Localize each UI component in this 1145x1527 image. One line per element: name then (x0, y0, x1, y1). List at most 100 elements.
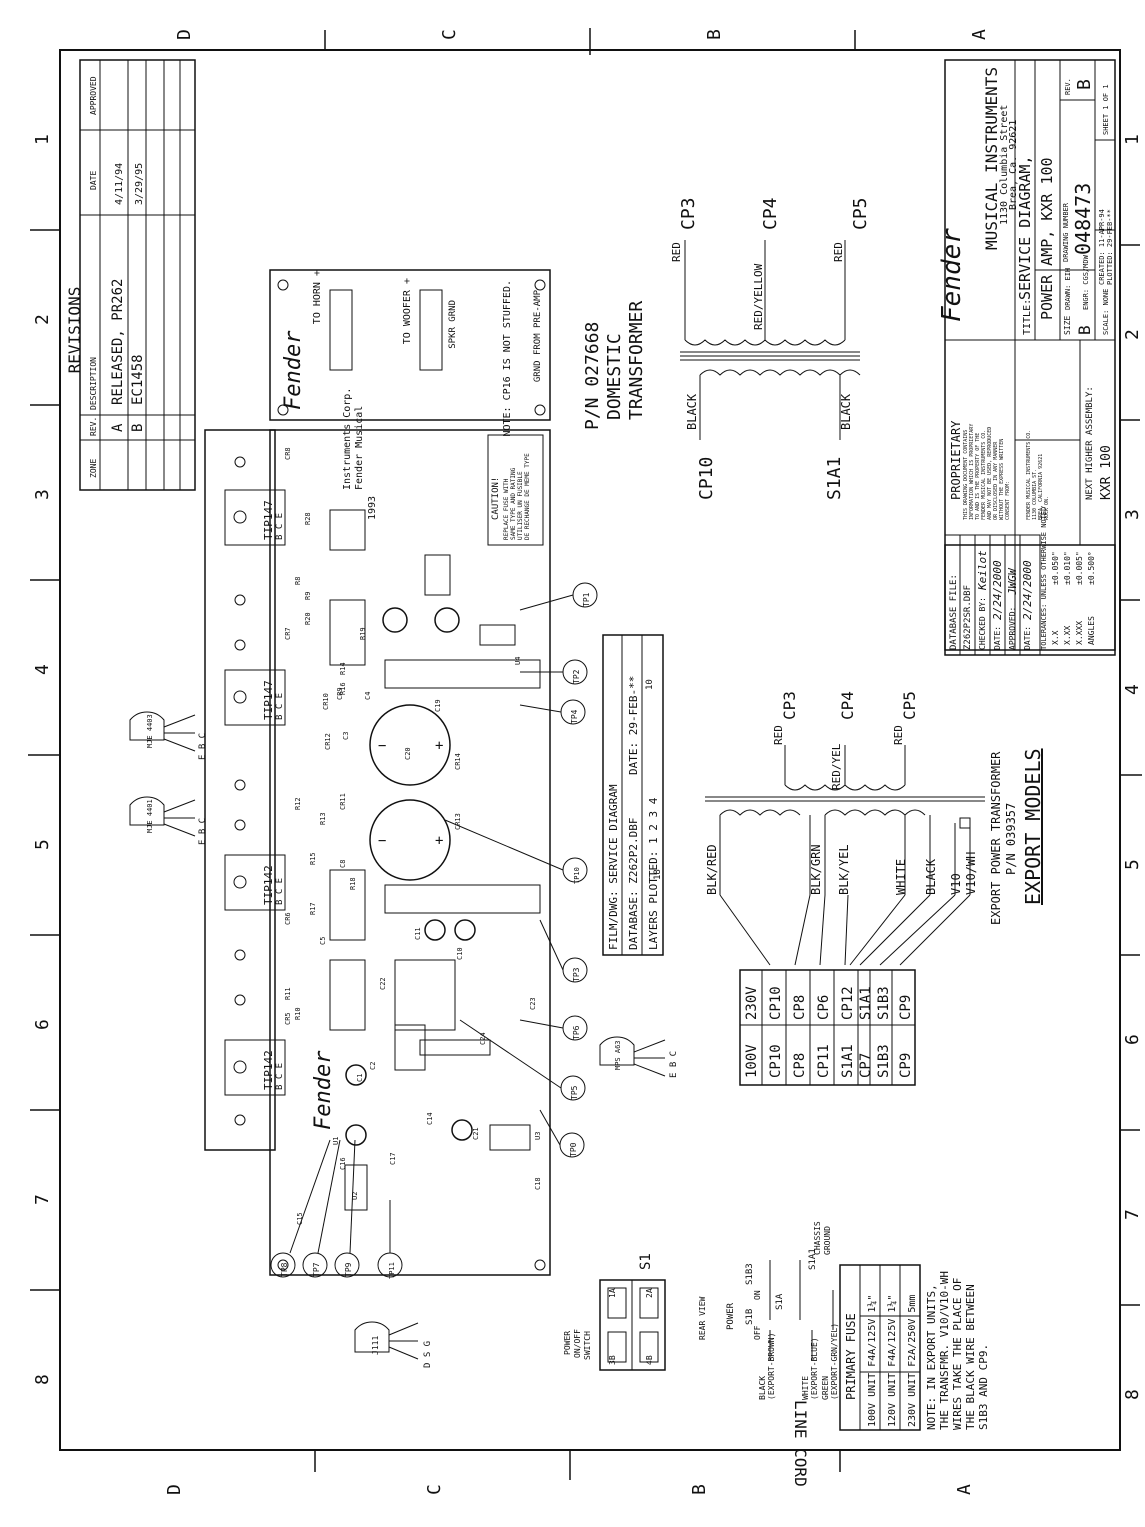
drawing-number: 048473 (1071, 183, 1095, 255)
zone-number-left-1: 1 (32, 134, 53, 145)
voltage-row-4-100v: S1A1 (840, 1044, 856, 1078)
voltage-selection-table: 100V 230V CP10 CP10 CP8 CP8 CP11 CP6 S1A… (739, 969, 916, 1086)
film-dwg-line: FILM/DWG: SERVICE DIAGRAM (607, 784, 620, 950)
ref-c10: C10 (456, 947, 464, 960)
ref-c22: C22 (379, 977, 387, 990)
film-layer-10: 10 (645, 679, 655, 690)
export-primary-wire-1: BLK/RED (705, 844, 719, 895)
export-primary-wire-6: V10 (949, 873, 963, 895)
svg-text:E B C: E B C (198, 733, 208, 760)
export-secondary-3-pin: CP5 (900, 691, 919, 720)
svg-text:D S G: D S G (423, 1341, 433, 1368)
wire-white-export: (EXPORT-BLUE) (810, 1337, 819, 1400)
zone-letter-top-c: C (439, 29, 460, 40)
export-transformer-pn: P/N 039357 (1004, 803, 1018, 875)
discrete-transistors: MJE 4403 E B C MJE 4401 E B C MPS A63 E … (129, 711, 679, 1368)
to-woofer-label: TO WOOFER + (402, 278, 413, 344)
proprietary-from-4: ROCK ON. (1044, 496, 1050, 520)
scale: SCALE: NONE (1102, 289, 1110, 335)
voltage-row-3-230v: CP6 (816, 995, 832, 1020)
export-secondary-3-wire: RED (892, 725, 905, 745)
ref-r11: R11 (284, 987, 292, 1000)
voltage-row-1-230v: CP10 (768, 986, 784, 1020)
fuse-row-100v: 100V UNIT F4A/125V 1¼" (866, 1295, 878, 1427)
company-address-2: Brea, Ca. 92621 (1008, 120, 1019, 210)
zone-number-left-3: 3 (32, 489, 53, 500)
voltage-header-230v: 230V (744, 986, 760, 1020)
zone-letter-top-b: B (704, 29, 725, 40)
domestic-secondary-3-wire: RED (832, 242, 845, 262)
export-primary-wire-5: BLACK (924, 858, 938, 895)
size-label: SIZE (1063, 316, 1072, 335)
fuse-table-title: PRIMARY FUSE (844, 1313, 858, 1400)
transistor-3-pins: B C E (275, 878, 285, 905)
revisions-header-date: DATE (89, 171, 98, 190)
zone-number-left-8: 8 (32, 1374, 53, 1385)
svg-text:TP1: TP1 (582, 592, 591, 607)
heatsink-transistor-2: TIP147 B C E (224, 669, 286, 726)
export-primary-wire-7: V10/WH (964, 852, 978, 895)
svg-text:TP2: TP2 (572, 669, 581, 684)
transistor-1-label: TIP147 (262, 500, 275, 540)
database-file-label: DATABASE FILE: (949, 574, 959, 650)
export-primary-wire-2: BLK/GRN (809, 844, 823, 895)
ref-u1: U1 (332, 1137, 340, 1145)
date-2-label: DATE: (1023, 626, 1032, 650)
ref-r8: R8 (294, 577, 302, 585)
capacitor-c20 (369, 799, 451, 881)
created-date: CREATED: 11-APR-94 (1098, 209, 1106, 285)
proprietary-from-2: 1130 COLUMBIA ST. (1032, 469, 1038, 520)
zone-number-right-2: 2 (1122, 329, 1143, 340)
voltage-row-4-230v: CP12 (840, 986, 856, 1020)
test-point-tp7: TP7 (302, 1139, 341, 1278)
tolerances-label: TOLERANCES: UNLESS OTHERWISE NOTED (1040, 507, 1048, 650)
svg-text:+: + (435, 833, 443, 849)
zone-number-right-7: 7 (1122, 1209, 1143, 1220)
database-block-text: DATABASE FILE: Z262P2SR.DBF CHECKED BY: … (949, 507, 1096, 650)
ground-label: GROUND (823, 1226, 832, 1255)
domestic-primary-top-pin: CP10 (696, 457, 717, 500)
ref-cr14: CR14 (454, 753, 462, 770)
voltage-row-6-230v: S1B3 (876, 986, 892, 1020)
wire-black-export: (EXPORT-BROWN) (767, 1333, 776, 1400)
zone-number-right-8: 8 (1122, 1389, 1143, 1400)
svg-text:TP3: TP3 (572, 967, 581, 982)
resistor-rp3 (419, 289, 443, 371)
export-primary-wire-3: BLK/YEL (837, 844, 851, 895)
test-points: TP1 TP2 TP4 TP10 TP3 TP6 TP5 TP0 TP8 TP7… (270, 582, 598, 1279)
domestic-secondary-1-pin: CP3 (678, 197, 699, 230)
s1a-label: S1A (775, 1293, 785, 1310)
corp-line-2: Fender Musical (354, 406, 365, 490)
fender-board-logo-top: Fender (281, 330, 306, 410)
s1a1-label: S1A1 (808, 1248, 818, 1270)
rev-value: B (1074, 79, 1095, 90)
revisions-header-zone: ZONE (89, 459, 98, 478)
voltage-row-7-100v: CP9 (898, 1053, 914, 1078)
proprietary-line-7: WITHOUT THE EXPRESS WRITTEN (999, 439, 1005, 520)
svg-text:TP8: TP8 (280, 1262, 289, 1277)
revisions-header-approved: APPROVED (89, 76, 98, 115)
export-secondary-1-pin: CP3 (780, 691, 799, 720)
export-note-line-1: NOTE: IN EXPORT UNITS, (925, 1284, 938, 1430)
title-block-text: Fender MUSICAL INSTRUMENTS 1130 Columbia… (937, 67, 1114, 520)
ref-r18: R18 (349, 877, 357, 890)
heatsink-transistors: TIP147 B C E TIP147 B C E TIP142 B C E T… (224, 489, 286, 1096)
proprietary-from-1: FENDER MUSICAL INSTRUMENTS CO. (1026, 430, 1032, 520)
voltage-header-100v: 100V (744, 1044, 760, 1078)
revision-a-description: RELEASED, PR262 (110, 279, 126, 405)
ref-cr13: CR13 (454, 813, 462, 830)
date-1-label: DATE: (993, 626, 1002, 650)
zone-letter-bottom-b: B (689, 1484, 710, 1495)
caution-line-5: DE RECHANGE DE MEME TYPE (524, 453, 531, 540)
engineer: ENGR: CGS/MDW (1082, 254, 1090, 310)
proprietary-line-1: THIS DRAWING DOCUMENT CONTAINS (963, 430, 969, 520)
export-transformer-title: EXPORT POWER TRANSFORMER (989, 751, 1003, 925)
voltage-row-3-100v: CP11 (816, 1044, 832, 1078)
drawn-by: DRAWN: EIH (1064, 268, 1072, 310)
export-models-heading: EXPORT MODELS (1021, 748, 1045, 905)
zone-markers: D C B A D C B A 1 2 3 4 5 6 7 8 1 2 3 4 … (32, 29, 1143, 1495)
domestic-primary-top-wire: BLACK (685, 393, 699, 430)
caution-line-2: REPLACE FUSE WITH (503, 478, 510, 540)
voltage-row-5-230v: S1A1 (858, 986, 874, 1020)
